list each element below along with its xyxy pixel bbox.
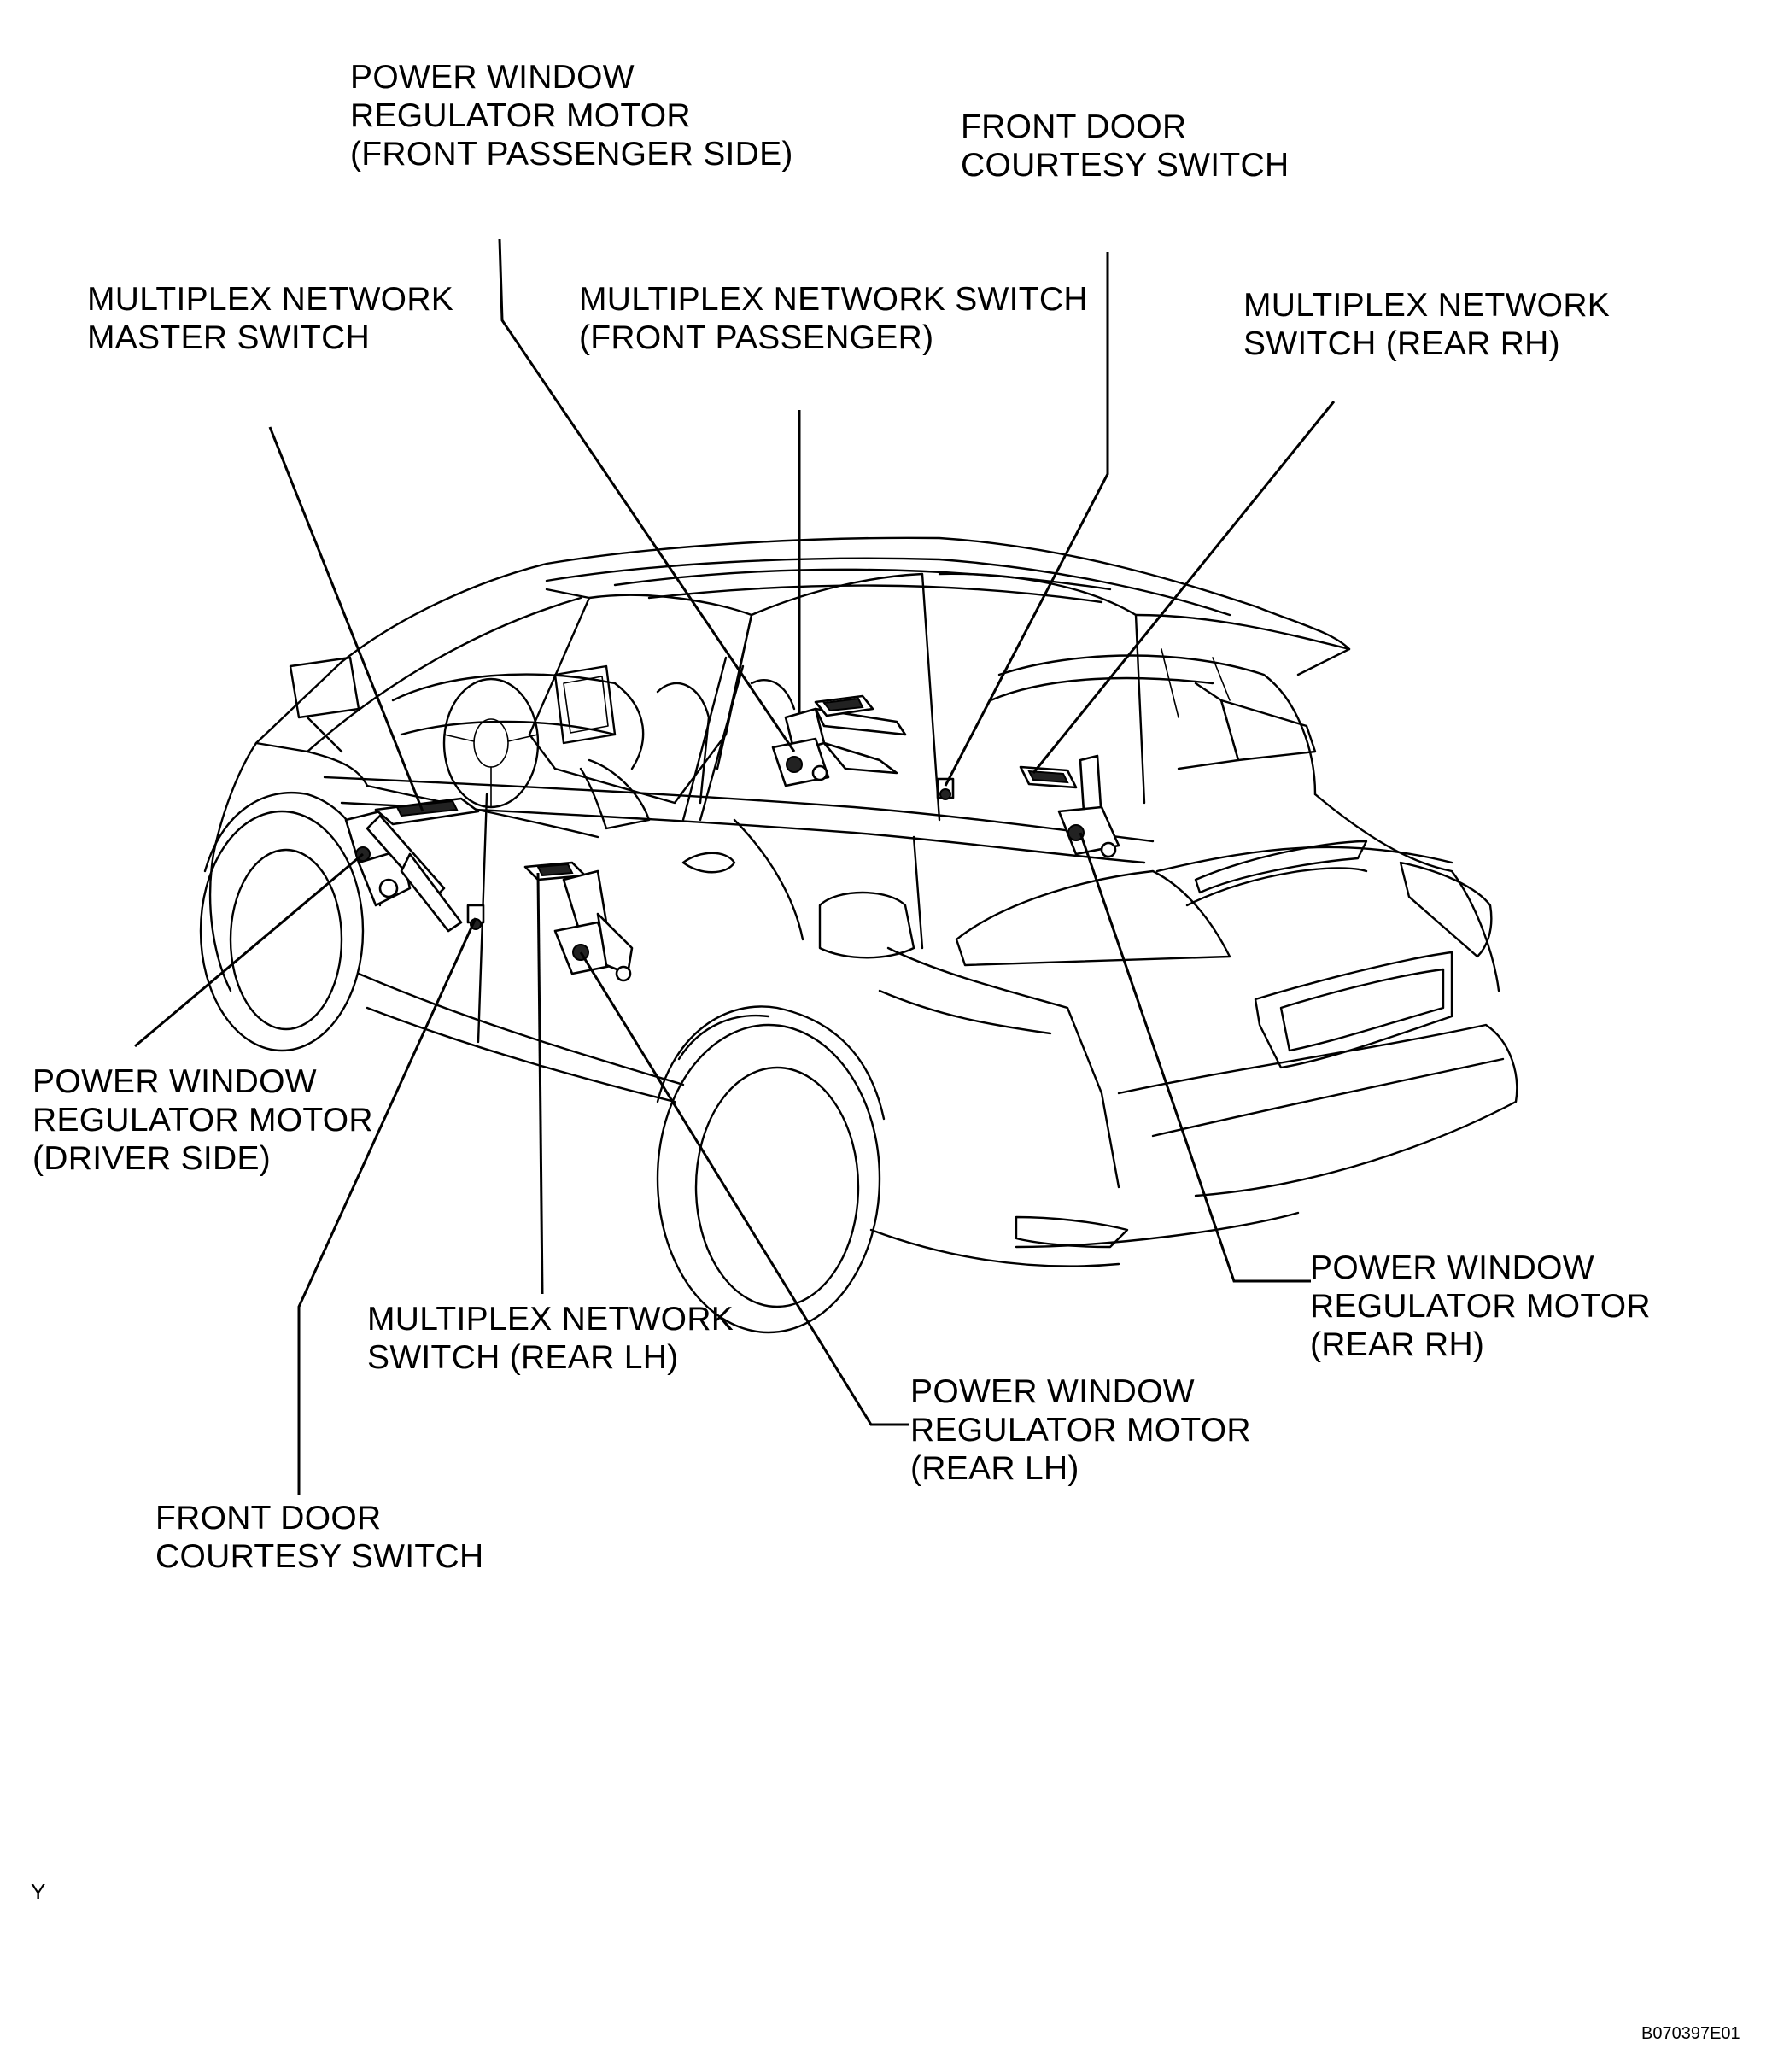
label-line: (REAR RH) [1310, 1326, 1485, 1363]
label-line: (REAR LH) [910, 1450, 1079, 1487]
label-line: COURTESY SWITCH [155, 1538, 484, 1575]
label-line: MULTIPLEX NETWORK [1243, 287, 1611, 324]
leader-mpx-rear-rh [1032, 401, 1336, 774]
label-line: MULTIPLEX NETWORK SWITCH [579, 281, 1088, 318]
label-pw-rear-rh: POWER WINDOW REGULATOR MOTOR (REAR RH) [1310, 1249, 1651, 1364]
label-mpx-rear-lh: MULTIPLEX NETWORK SWITCH (REAR LH) [367, 1300, 734, 1377]
label-mpx-front-passenger: MULTIPLEX NETWORK SWITCH (FRONT PASSENGE… [579, 280, 1088, 357]
label-front-door-courtesy-left: FRONT DOOR COURTESY SWITCH [155, 1499, 483, 1576]
label-front-door-courtesy-right: FRONT DOOR COURTESY SWITCH [961, 108, 1289, 184]
label-line: FRONT DOOR [961, 108, 1187, 145]
label-mpx-master-switch: MULTIPLEX NETWORK MASTER SWITCH [87, 280, 453, 357]
leader-mpx-master [268, 426, 424, 812]
multiplex-switch-icon-rear-lh [523, 861, 587, 881]
label-mpx-rear-rh: MULTIPLEX NETWORK SWITCH (REAR RH) [1243, 286, 1610, 363]
label-line: FRONT DOOR [155, 1500, 382, 1536]
label-line: (DRIVER SIDE) [32, 1140, 272, 1177]
label-line: SWITCH (REAR RH) [1243, 325, 1560, 362]
leader-courtesy-right [944, 252, 1109, 787]
label-line: SWITCH (REAR LH) [367, 1339, 679, 1376]
leader-pw-driver [134, 852, 364, 1048]
leader-lines [134, 238, 1336, 1495]
label-line: POWER WINDOW [32, 1063, 317, 1100]
leader-pw-rear-rh [1079, 832, 1311, 1283]
label-line: REGULATOR MOTOR [910, 1412, 1251, 1449]
label-pw-front-passenger: POWER WINDOW REGULATOR MOTOR (FRONT PASS… [350, 58, 793, 173]
label-line: MASTER SWITCH [87, 319, 371, 356]
vehicle-outline-illustration [199, 536, 1518, 1334]
multiplex-switch-icon-master [374, 797, 480, 826]
label-line: (FRONT PASSENGER) [579, 319, 934, 356]
label-line: POWER WINDOW [910, 1373, 1195, 1410]
label-line: REGULATOR MOTOR [350, 97, 691, 134]
label-line: REGULATOR MOTOR [32, 1102, 373, 1138]
label-pw-driver-side: POWER WINDOW REGULATOR MOTOR (DRIVER SID… [32, 1062, 373, 1178]
label-line: POWER WINDOW [350, 59, 635, 96]
label-pw-rear-lh: POWER WINDOW REGULATOR MOTOR (REAR LH) [910, 1373, 1251, 1488]
label-line: MULTIPLEX NETWORK [87, 281, 454, 318]
window-regulator-motor-rear-lh [553, 869, 634, 982]
multiplex-switch-icon-rear-rh [1019, 765, 1078, 789]
label-line: POWER WINDOW [1310, 1250, 1594, 1286]
label-line: REGULATOR MOTOR [1310, 1288, 1651, 1325]
window-regulator-motor-driver [344, 810, 463, 933]
figure-code: B070397E01 [1641, 2024, 1740, 2043]
leader-pw-front-passenger [498, 238, 796, 752]
window-regulator-motor-rear-rh [1057, 754, 1120, 858]
courtesy-switch-icon-right [936, 777, 955, 800]
window-regulator-motor-front-passenger [771, 707, 907, 787]
courtesy-switch-icon-left [466, 904, 485, 930]
multiplex-switch-icon-front-passenger [814, 694, 874, 717]
corner-mark: Y [31, 1879, 46, 1905]
label-line: (FRONT PASSENGER SIDE) [350, 136, 793, 173]
leader-mpx-rear-lh [536, 872, 544, 1295]
leader-courtesy-left [297, 917, 477, 1495]
leader-pw-rear-lh [579, 951, 909, 1426]
label-line: COURTESY SWITCH [961, 147, 1290, 184]
label-line: MULTIPLEX NETWORK [367, 1301, 734, 1337]
